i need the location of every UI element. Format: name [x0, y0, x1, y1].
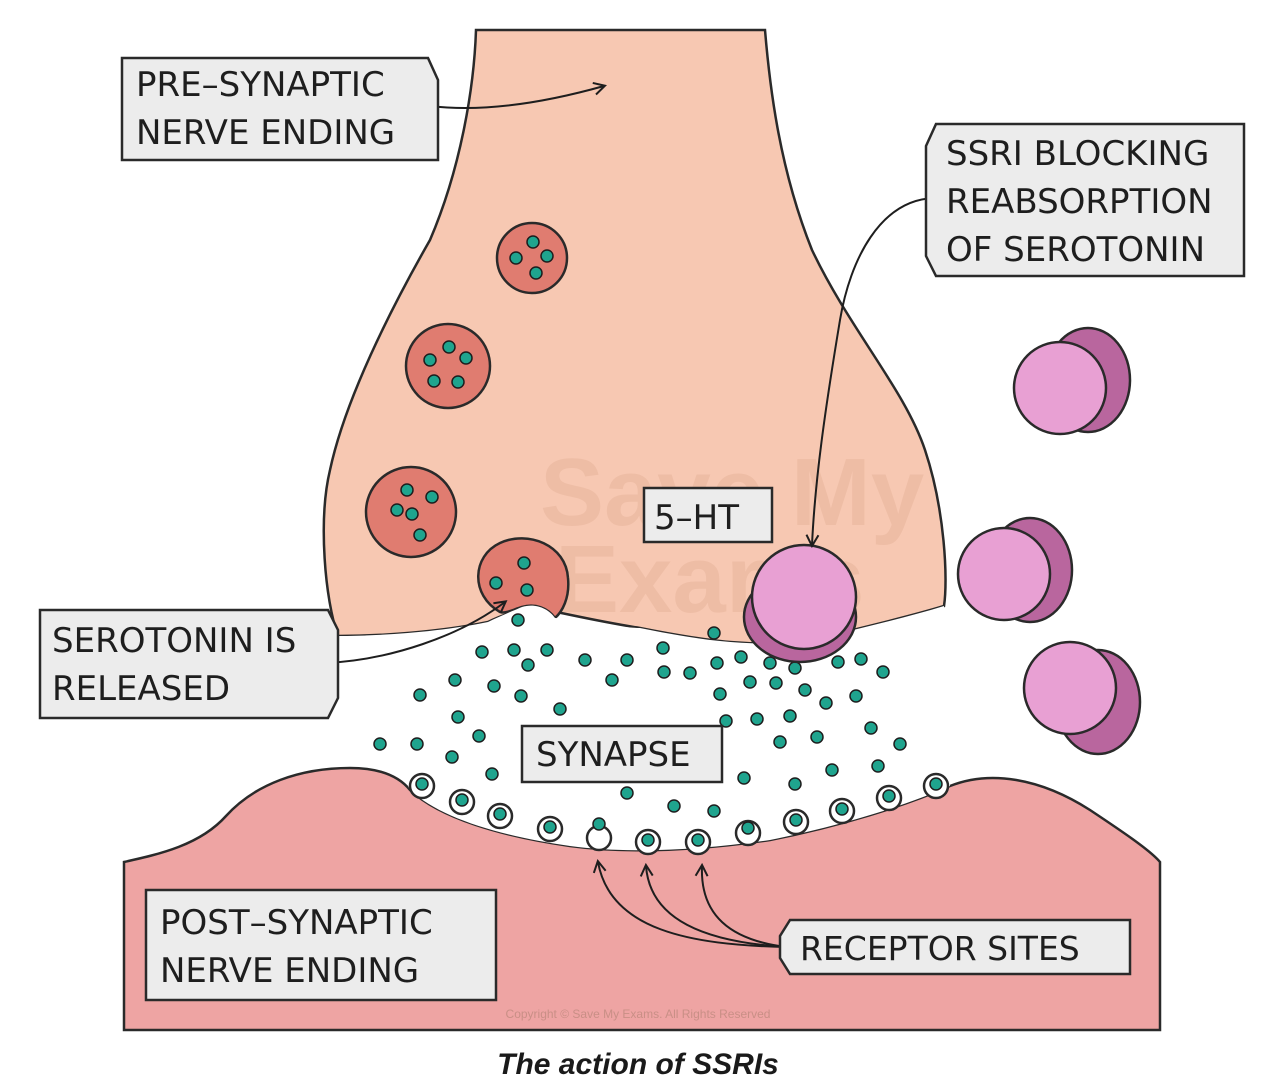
- serotonin-line2: RELEASED: [52, 669, 230, 709]
- pre-synaptic-nerve-ending: [322, 28, 947, 645]
- ssri-molecule: [1022, 640, 1142, 756]
- vesicle-releasing: [477, 537, 570, 620]
- label-receptor-sites: RECEPTOR SITES: [778, 918, 1132, 976]
- label-5ht: 5–HT: [642, 486, 774, 544]
- vesicles: [364, 221, 570, 620]
- vesicle: [495, 221, 569, 295]
- ssri-molecule: [956, 516, 1074, 624]
- vesicle: [364, 465, 458, 559]
- figure-caption: The action of SSRIs: [497, 1048, 779, 1081]
- post-synaptic-line2: NERVE ENDING: [160, 951, 419, 991]
- receptor-sites: [408, 772, 950, 856]
- serotonin-molecules: [373, 613, 943, 847]
- synapse-label: SYNAPSE: [536, 735, 691, 775]
- receptor-sites-label: RECEPTOR SITES: [800, 929, 1080, 968]
- pre-synaptic-line1: PRE–SYNAPTIC: [136, 65, 385, 105]
- label-serotonin-released: SEROTONIN IS RELEASED: [38, 608, 340, 720]
- label-pre-synaptic: PRE–SYNAPTIC NERVE ENDING: [120, 56, 440, 162]
- ssri-molecules: [742, 326, 1142, 756]
- serotonin-line1: SEROTONIN IS: [52, 621, 296, 661]
- ssri-synapse-diagram: Save My Exams: [38, 28, 1246, 1032]
- label-post-synaptic: POST–SYNAPTIC NERVE ENDING: [144, 888, 498, 1002]
- post-synaptic-line1: POST–SYNAPTIC: [160, 903, 433, 943]
- vesicle: [404, 322, 492, 410]
- copyright-notice: Copyright © Save My Exams. All Rights Re…: [506, 1007, 771, 1021]
- ssri-line2: REABSORPTION: [946, 182, 1213, 222]
- ht-label: 5–HT: [654, 498, 739, 538]
- ssri-molecule: [1012, 326, 1132, 436]
- pre-synaptic-line2: NERVE ENDING: [136, 113, 395, 153]
- label-synapse: SYNAPSE: [520, 724, 724, 784]
- ssri-line1: SSRI BLOCKING: [946, 134, 1209, 174]
- ssri-line3: OF SEROTONIN: [946, 230, 1205, 270]
- ssri-molecule-blocking: [742, 543, 858, 664]
- label-ssri-blocking: SSRI BLOCKING REABSORPTION OF SEROTONIN: [924, 122, 1246, 278]
